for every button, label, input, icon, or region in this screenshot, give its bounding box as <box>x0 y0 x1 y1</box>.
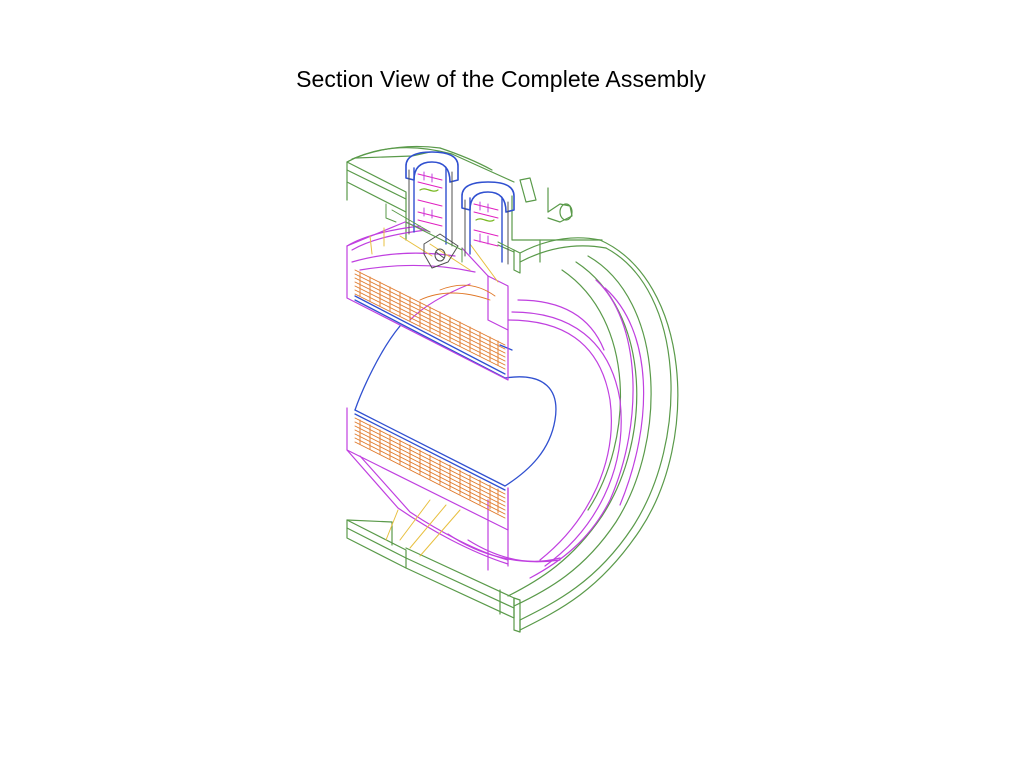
mounting-bracket <box>423 233 459 269</box>
coil-winding-top <box>354 269 506 370</box>
inner-bore <box>354 295 557 491</box>
slide-title: Section View of the Complete Assembly <box>296 66 706 92</box>
current-lead-left <box>405 151 459 247</box>
support-struts <box>369 227 499 557</box>
coil-winding-bottom <box>354 417 506 519</box>
coil-housing <box>346 221 645 579</box>
outer-shell <box>346 145 679 633</box>
shell-detail <box>385 203 515 263</box>
current-lead-right <box>461 181 515 265</box>
